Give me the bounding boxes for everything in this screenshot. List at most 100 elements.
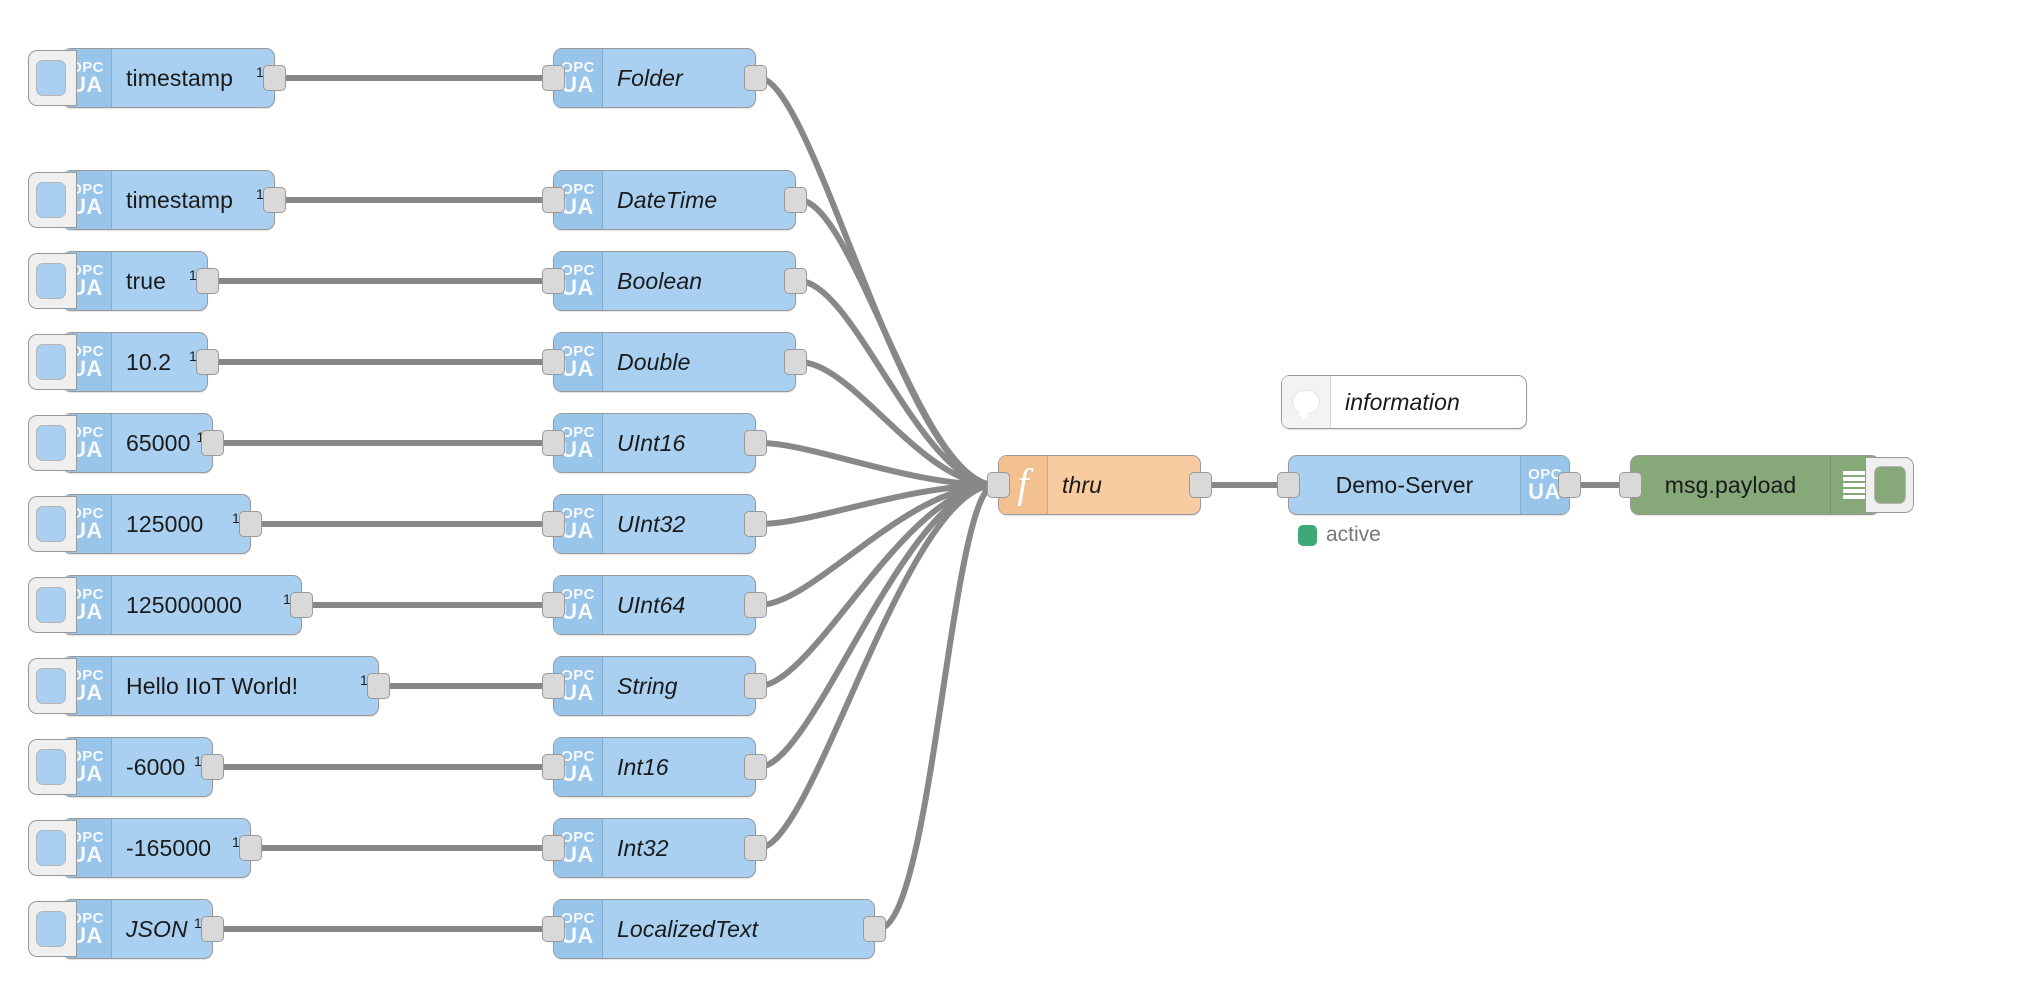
input-port[interactable] [542,673,565,699]
inject-button[interactable] [28,334,77,390]
inject-button[interactable] [28,901,77,957]
input-port[interactable] [1277,472,1300,498]
inject-button[interactable] [28,496,77,552]
inject-button[interactable] [28,658,77,714]
output-port[interactable] [744,754,767,780]
wire-item-to-function[interactable] [756,482,998,689]
inject-button[interactable] [28,415,77,471]
output-port[interactable] [744,65,767,91]
input-port[interactable] [542,65,565,91]
output-port[interactable] [196,268,219,294]
input-port[interactable] [542,592,565,618]
output-port[interactable] [290,592,313,618]
output-port[interactable] [863,916,886,942]
wire-item-to-function[interactable] [796,197,998,488]
input-port[interactable] [542,349,565,375]
output-port[interactable] [201,916,224,942]
debug-toggle-pad[interactable] [1874,466,1906,504]
output-port[interactable] [784,187,807,213]
inject-button[interactable] [28,172,77,228]
output-port[interactable] [196,349,219,375]
input-port[interactable] [542,754,565,780]
output-port[interactable] [239,835,262,861]
inject-node[interactable]: OPCUA650001 [28,413,224,473]
inject-button-pad[interactable] [36,263,66,299]
inject-button[interactable] [28,253,77,309]
debug-node[interactable]: msg.payload [1619,455,1914,515]
inject-button-pad[interactable] [36,749,66,785]
output-port[interactable] [263,187,286,213]
wire-item-to-function[interactable] [875,482,998,932]
output-port[interactable] [263,65,286,91]
inject-button[interactable] [28,577,77,633]
output-port[interactable] [1558,472,1581,498]
input-port[interactable] [1619,472,1642,498]
wire-item-to-function[interactable] [756,482,998,770]
output-port[interactable] [784,349,807,375]
output-port[interactable] [201,430,224,456]
inject-button-pad[interactable] [36,587,66,623]
inject-button-pad[interactable] [36,911,66,947]
comment-node[interactable]: information [1281,375,1527,429]
input-port[interactable] [542,916,565,942]
wire-item-to-function[interactable] [756,482,998,527]
wire-item-to-function[interactable] [756,440,998,488]
inject-button-pad[interactable] [36,668,66,704]
inject-button-pad[interactable] [36,344,66,380]
inject-button-pad[interactable] [36,182,66,218]
output-port[interactable] [744,673,767,699]
inject-button[interactable] [28,739,77,795]
inject-button[interactable] [28,50,77,106]
output-port[interactable] [744,835,767,861]
output-port[interactable] [744,511,767,537]
input-port[interactable] [542,430,565,456]
wire-item-to-function[interactable] [796,359,998,488]
wire-item-to-function[interactable] [756,482,998,851]
wire-item-to-function[interactable] [756,482,998,608]
input-port[interactable] [542,268,565,294]
output-port[interactable] [1189,472,1212,498]
output-port[interactable] [744,430,767,456]
wire-item-to-function[interactable] [796,278,998,488]
inject-button-pad[interactable] [36,830,66,866]
output-port[interactable] [367,673,390,699]
input-port[interactable] [542,511,565,537]
debug-toggle-button[interactable] [1865,457,1914,513]
output-port[interactable] [744,592,767,618]
inject-node-badge-wrap: 1 [189,333,207,391]
inject-button-pad[interactable] [36,506,66,542]
inject-button-pad[interactable] [36,60,66,96]
inject-button-pad[interactable] [36,425,66,461]
input-port[interactable] [542,187,565,213]
inject-button[interactable] [28,820,77,876]
output-port[interactable] [784,268,807,294]
output-port[interactable] [239,511,262,537]
input-port[interactable] [987,472,1010,498]
output-port[interactable] [201,754,224,780]
input-port[interactable] [542,835,565,861]
